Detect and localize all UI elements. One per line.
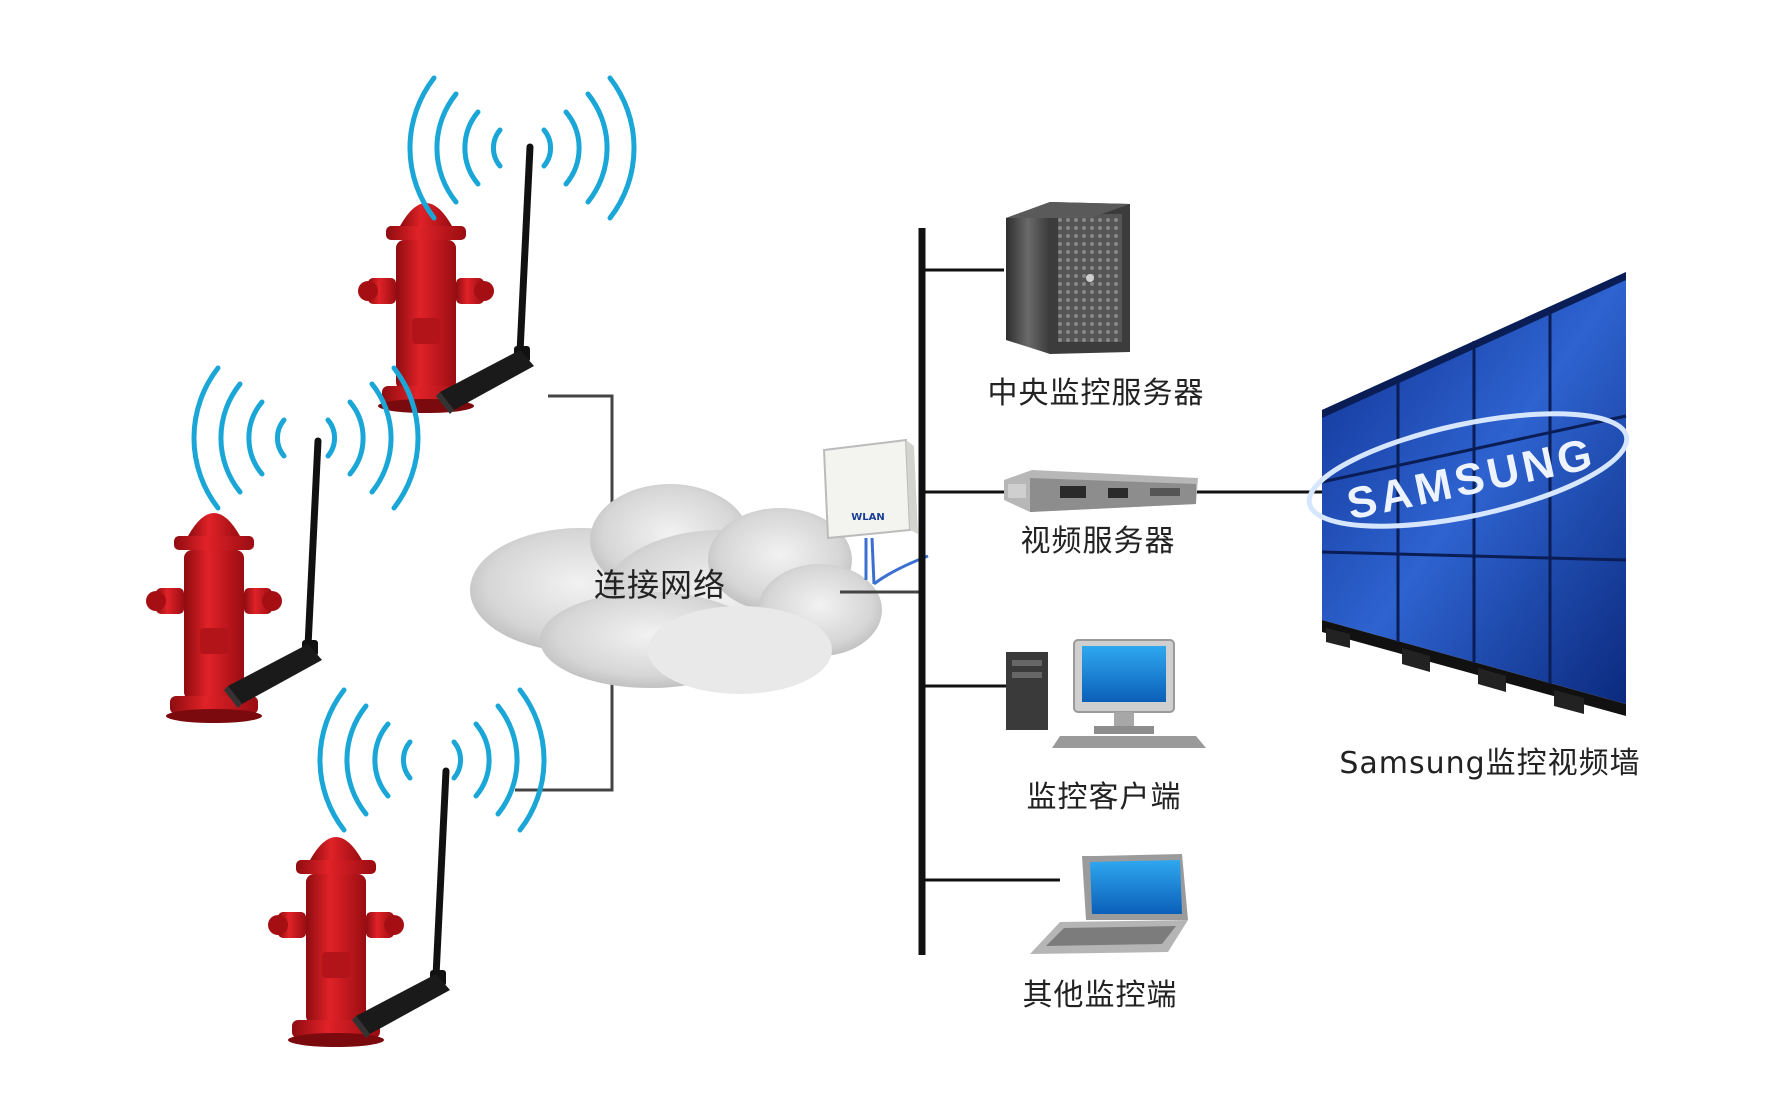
backbone-bus — [918, 228, 1322, 955]
other-terminal-label: 其他监控端 — [1022, 978, 1178, 1013]
signal-waves-bottom — [320, 690, 544, 830]
video-wall-label: Samsung监控视频墙 — [1339, 746, 1641, 781]
server-tower-icon — [1006, 202, 1130, 354]
hydrant-links — [515, 394, 614, 792]
cloud-label: 连接网络 — [593, 566, 727, 604]
central-server-label: 中央监控服务器 — [987, 376, 1205, 411]
desktop-computer-icon — [1006, 639, 1206, 748]
signal-waves-top — [410, 78, 634, 218]
network-cloud — [470, 484, 882, 694]
video-wall-icon: SAMSUNG — [1306, 272, 1630, 716]
video-server-icon — [1004, 470, 1198, 512]
laptop-icon — [1030, 854, 1188, 954]
wlan-badge: WLAN — [851, 512, 885, 523]
video-server-label: 视频服务器 — [1020, 524, 1176, 559]
monitor-client-label: 监控客户端 — [1026, 780, 1182, 815]
